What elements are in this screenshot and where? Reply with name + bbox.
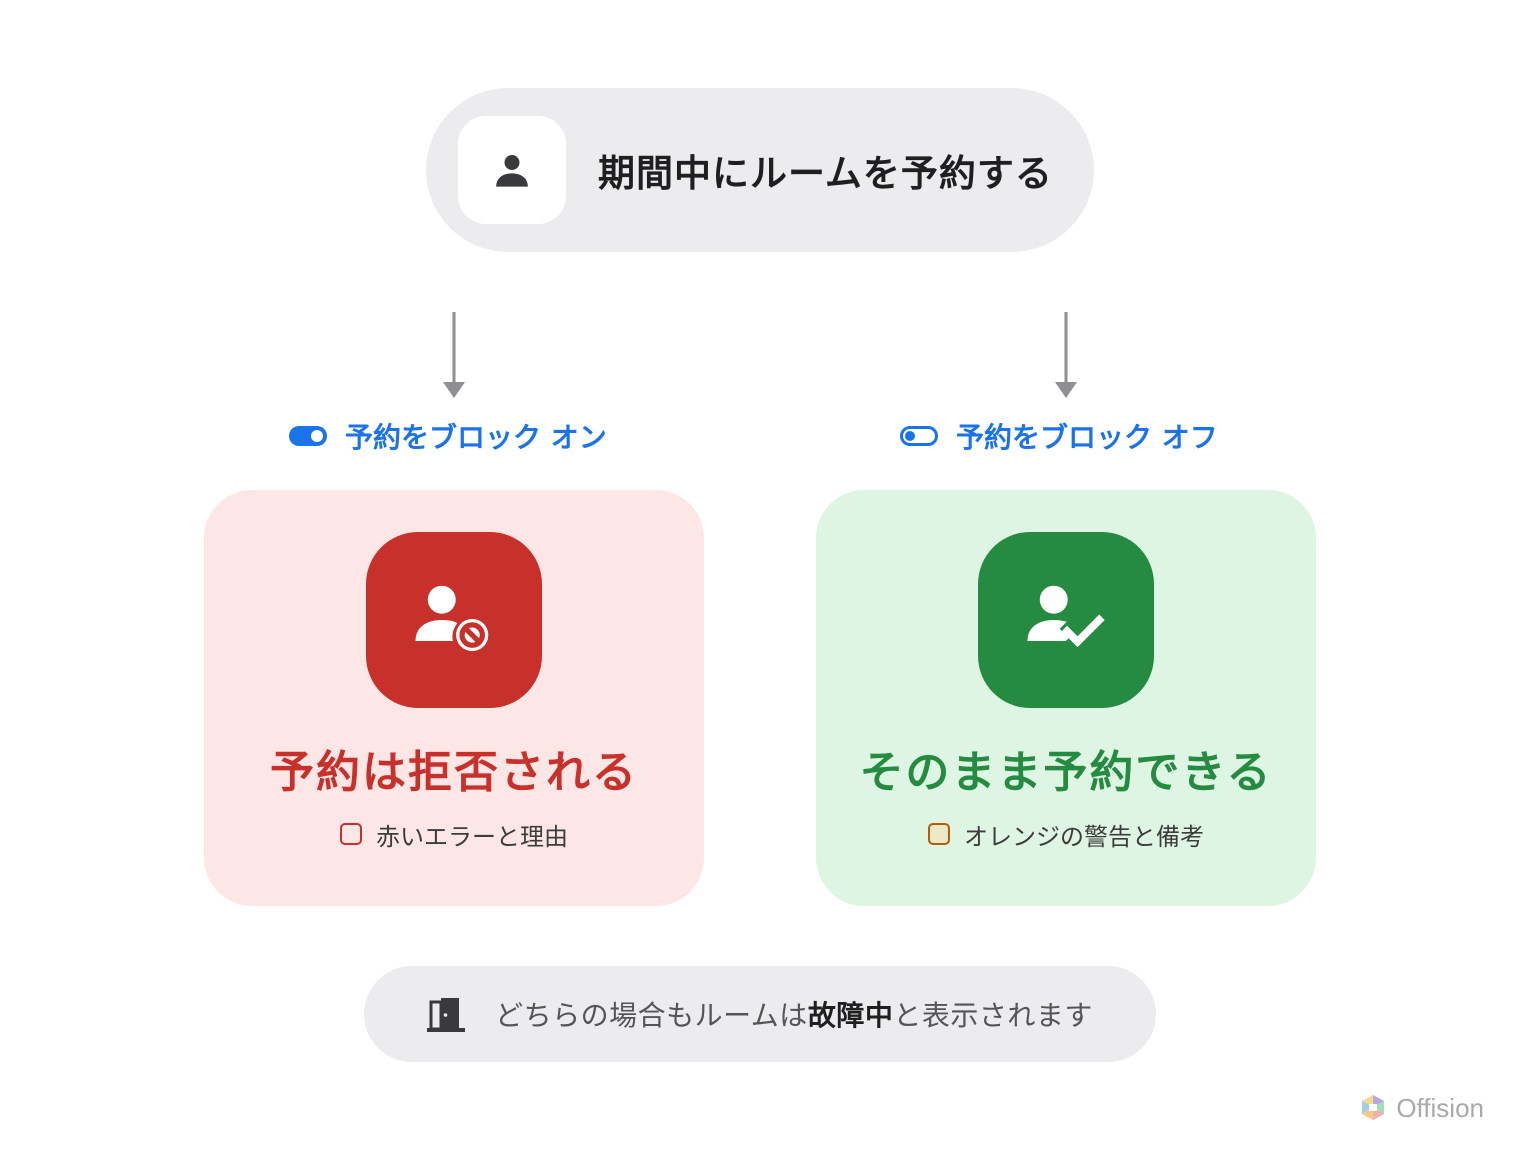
result-note: 赤いエラーと理由 <box>204 816 704 852</box>
toggle-off-icon <box>900 426 938 446</box>
orange-swatch-icon <box>928 823 950 845</box>
result-title: そのまま予約できる <box>859 747 1273 798</box>
toggle-block-on[interactable]: 予約をブロック オン <box>289 414 607 458</box>
toggle-label-text: 予約をブロック オフ <box>956 421 1218 454</box>
person-block-icon <box>415 585 489 652</box>
note-text: 赤いエラーと理由 <box>376 822 568 851</box>
result-card-blocked: 予約は拒否される 赤いエラーと理由 <box>204 490 704 906</box>
result-card-allowed: そのまま予約できる オレンジの警告と備考 <box>816 490 1316 906</box>
result-title: 予約は拒否される <box>270 747 638 798</box>
icon-tile <box>366 532 542 708</box>
toggle-label-text: 予約をブロック オン <box>345 421 607 454</box>
footer-message: どちらの場合もルームは故障中と表示されます <box>495 994 1093 1034</box>
result-note: オレンジの警告と備考 <box>816 816 1316 852</box>
toggle-on-icon <box>289 426 327 446</box>
red-swatch-icon <box>340 823 362 845</box>
arrow-down-icon <box>443 312 465 398</box>
person-check-icon <box>1027 585 1105 648</box>
footer-suffix: と表示されます <box>893 999 1093 1032</box>
icon-tile <box>978 532 1154 708</box>
start-node: 期間中にルームを予約する <box>426 88 1094 252</box>
brand-name: Offision <box>1396 1092 1484 1123</box>
person-icon <box>496 155 528 187</box>
arrow-down-icon <box>1055 312 1077 398</box>
brand: Offision <box>1360 1090 1484 1126</box>
avatar-box <box>458 116 566 224</box>
door-icon <box>427 998 466 1032</box>
toggle-block-off[interactable]: 予約をブロック オフ <box>900 414 1218 458</box>
offision-logo-icon <box>1362 1095 1385 1120</box>
footer-emphasis: 故障中 <box>807 999 894 1032</box>
footer-prefix: どちらの場合もルームは <box>495 999 808 1032</box>
start-node-title: 期間中にルームを予約する <box>598 152 1053 195</box>
note-text: オレンジの警告と備考 <box>964 822 1204 851</box>
footer-note: どちらの場合もルームは故障中と表示されます <box>364 966 1156 1062</box>
